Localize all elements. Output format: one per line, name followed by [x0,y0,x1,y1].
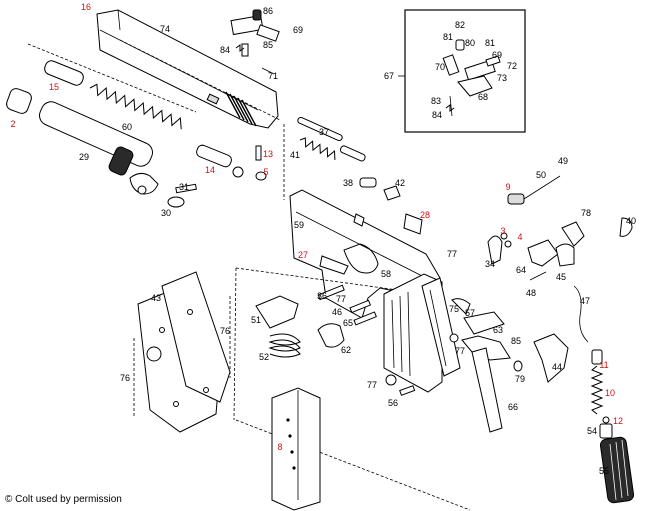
part-label-12: 12 [612,416,624,426]
part-label-48: 48 [525,288,537,298]
part-label-8: 8 [277,442,283,452]
mainspring-housing-parts [590,349,635,504]
part-label-13: 13 [262,149,274,159]
inset-label-80: 80 [464,38,476,48]
part-label-10: 10 [604,388,616,398]
part-label-36: 36 [316,291,328,301]
magazine-parts [255,295,321,511]
part-label-38: 38 [342,178,354,188]
part-label-85b: 85 [510,336,522,346]
part-label-57: 57 [464,308,476,318]
inset-label-81b: 81 [484,38,496,48]
part-label-34: 34 [484,259,496,269]
inset-box [398,9,526,133]
part-label-69: 69 [292,25,304,35]
part-label-75: 75 [448,304,460,314]
part-label-86: 86 [262,6,274,16]
rear-sight-parts [230,9,280,75]
part-label-2: 2 [10,119,16,129]
copyright-notice: © Colt used by permission [5,494,122,505]
part-label-55: 55 [598,466,610,476]
part-label-77a: 77 [446,249,458,259]
inset-label-72: 72 [506,61,518,71]
trigger-and-hammer [449,298,569,433]
part-label-59: 59 [293,220,305,230]
part-label-15: 15 [48,82,60,92]
inset-label-68: 68 [477,92,489,102]
part-label-77b: 77 [335,294,347,304]
part-label-28: 28 [419,210,431,220]
part-label-30: 30 [160,208,172,218]
part-label-44: 44 [551,362,563,372]
part-label-58: 58 [380,269,392,279]
inset-label-82: 82 [454,20,466,30]
part-label-45: 45 [555,272,567,282]
part-label-85: 85 [262,40,274,50]
part-label-29: 29 [78,152,90,162]
inset-label-84: 84 [431,110,443,120]
ejector-and-safety [487,175,633,343]
part-label-51: 51 [250,315,262,325]
part-label-63: 63 [492,325,504,335]
part-label-56: 56 [387,398,399,408]
part-label-74: 74 [159,24,171,34]
part-label-71: 71 [267,71,279,81]
part-label-50: 50 [535,170,547,180]
part-label-60: 60 [121,122,133,132]
part-label-43: 43 [150,293,162,303]
part-label-31: 31 [178,182,190,192]
barrel-link [167,183,197,208]
part-label-5: 5 [263,167,269,177]
part-label-54: 54 [586,426,598,436]
part-label-27: 27 [297,250,309,260]
part-label-4: 4 [517,232,523,242]
part-label-37: 37 [318,127,330,137]
part-label-76b: 76 [119,373,131,383]
part-label-67: 67 [383,71,395,81]
part-label-14: 14 [204,165,216,175]
part-label-47: 47 [579,296,591,306]
part-label-76a: 76 [219,326,231,336]
inset-label-81a: 81 [442,32,454,42]
part-label-42: 42 [394,178,406,188]
part-label-9: 9 [505,182,511,192]
part-label-66: 66 [507,402,519,412]
part-label-84: 84 [219,45,231,55]
part-label-11: 11 [599,360,609,370]
part-label-64: 64 [515,265,527,275]
inset-label-73: 73 [496,73,508,83]
barrel [6,88,159,195]
inset-label-69: 69 [491,50,503,60]
part-label-52: 52 [258,352,270,362]
part-label-65: 65 [342,318,354,328]
part-label-77d: 77 [366,380,378,390]
part-label-3: 3 [500,226,506,236]
part-label-41: 41 [289,150,301,160]
grip-frame [383,273,461,393]
inset-label-70: 70 [434,62,446,72]
part-label-62: 62 [340,345,352,355]
grip-panels [133,271,231,433]
part-label-78: 78 [580,208,592,218]
inset-label-83: 83 [430,96,442,106]
part-label-40: 40 [625,216,637,226]
part-label-46: 46 [331,307,343,317]
part-label-16: 16 [80,2,92,12]
recoil-spring-assembly [44,60,244,178]
firing-pin-parts [255,116,401,201]
part-label-77c: 77 [454,346,466,356]
part-label-49: 49 [557,156,569,166]
magazine-catch-parts [317,255,416,396]
part-label-79: 79 [514,374,526,384]
